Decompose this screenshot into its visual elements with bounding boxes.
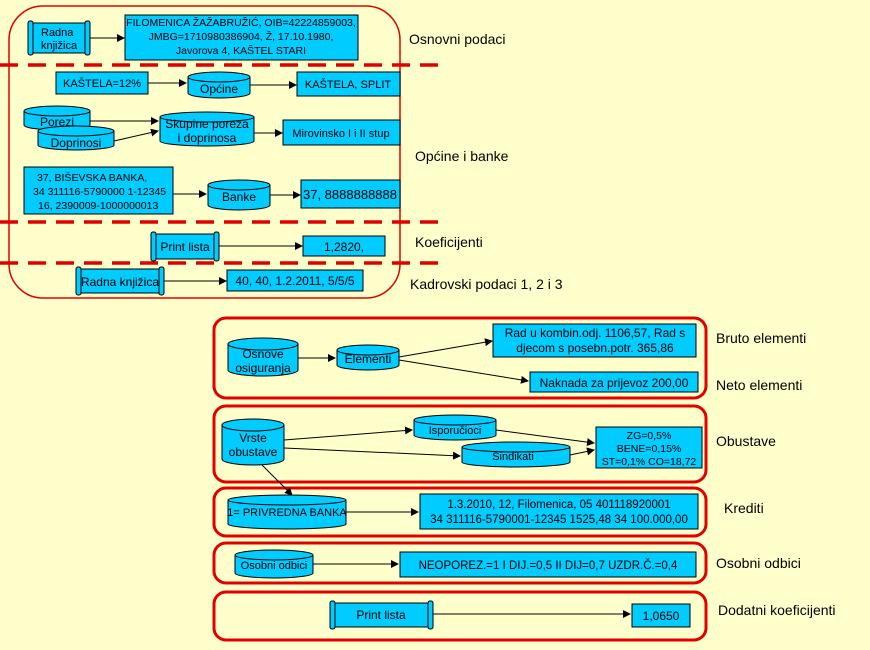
label-krediti: Krediti <box>724 500 764 516</box>
doprinosi-cylinder: Doprinosi <box>37 125 115 151</box>
privredna-cylinder: 1= PRIVREDNA BANKA <box>227 494 347 530</box>
svg-text:Elementi: Elementi <box>345 352 392 366</box>
label-bruto: Bruto elementi <box>716 330 806 346</box>
svg-text:1.3.2010, 12, Filomenica, 05 4: 1.3.2010, 12, Filomenica, 05 40111892000… <box>447 499 670 511</box>
isporucioci-cylinder: Isporučioci <box>413 414 497 441</box>
label-osnovni: Osnovni podaci <box>409 31 506 47</box>
neoporez-box: NEOPOREZ.=1 I DIJ.=0,5 II DIJ=0,7 UZDR.Č… <box>399 551 697 578</box>
svg-text:Print lista: Print lista <box>356 608 406 622</box>
osobni-odbici-cylinder: Osobni odbici <box>234 549 314 579</box>
label-kadrovski: Kadrovski podaci 1, 2 i 3 <box>410 276 563 292</box>
svg-text:djecom s posebn.potr. 365,86: djecom s posebn.potr. 365,86 <box>516 341 674 355</box>
osnove-cylinder: Osnove osiguranja <box>227 337 299 377</box>
kadrovski-value-box: 40, 40, 1.2.2011, 5/5/5 <box>226 269 364 292</box>
arrow-vrste-privredna <box>261 464 293 496</box>
opcine-cylinder: Općine <box>187 71 251 99</box>
print-lista-scroll-bottom: Print lista <box>329 600 434 630</box>
svg-text:i doprinosa: i doprinosa <box>178 131 237 145</box>
arrow-isporucioci-result <box>495 429 595 447</box>
sindikati-cylinder: Sindikati <box>461 441 571 468</box>
odbici-frame <box>212 541 708 585</box>
arrow-sindikati-result <box>569 447 595 456</box>
radna-knjizica-scroll-2: Radna knjižica <box>75 266 165 296</box>
svg-text:Print lista: Print lista <box>160 240 210 254</box>
krediti-frame <box>212 486 708 538</box>
svg-text:Isporučioci: Isporučioci <box>429 425 482 437</box>
top-frame <box>8 5 401 299</box>
svg-text:FILOMENICA ŽAŽABRUŽIĆ, OIB=422: FILOMENICA ŽAŽABRUŽIĆ, OIB=42224859003, <box>126 16 356 29</box>
label-obustave: Obustave <box>716 433 776 449</box>
print-lista-scroll-top: Print lista <box>150 231 220 262</box>
svg-text:1,0650: 1,0650 <box>643 609 680 623</box>
arrow-elementi-bruto <box>398 338 493 358</box>
svg-text:NEOPOREZ.=1 I DIJ.=0,5 II D: NEOPOREZ.=1 I DIJ.=0,5 II DIJ=0,7 UZDR.Č… <box>419 559 678 572</box>
arrow-vrste-isporucioci <box>283 426 413 441</box>
svg-text:Vrste: Vrste <box>239 431 267 445</box>
radna-knjizica-scroll: Radna knjižica <box>27 20 91 56</box>
svg-text:Naknada za prijevoz 200,00: Naknada za prijevoz 200,00 <box>540 376 689 390</box>
bruto-result-box: Rad u kombin.odj. 1106,57, Rad s djecom … <box>492 323 697 358</box>
svg-text:37, 8888888888: 37, 8888888888 <box>303 187 397 202</box>
svg-text:obustave: obustave <box>229 445 278 459</box>
svg-text:ZG=0,5%: ZG=0,5% <box>627 430 672 442</box>
elementi-cylinder: Elementi <box>336 344 400 371</box>
svg-text:KAŠTELA=12%: KAŠTELA=12% <box>63 77 141 90</box>
kastela-split-box: KAŠTELA, SPLIT <box>296 71 401 97</box>
porezi-cylinder: Porezi <box>23 105 91 131</box>
banke-cylinder: Banke <box>207 179 271 211</box>
svg-text:ST=0,1% CO=18,72: ST=0,1% CO=18,72 <box>602 456 697 468</box>
svg-text:Radna knjižica: Radna knjižica <box>81 275 159 289</box>
svg-text:Osnove: Osnove <box>242 347 284 361</box>
kastela-box: KAŠTELA=12% <box>55 71 149 95</box>
obustave-result-box: ZG=0,5% BENE=0,15% ST=0,1% CO=18,72 <box>595 426 703 469</box>
arrow-doprinosi-skupine <box>113 128 159 142</box>
svg-text:34 311116-5790000 1-12345: 34 311116-5790000 1-12345 <box>33 186 166 198</box>
svg-text:Banke: Banke <box>222 190 256 204</box>
bruto-neto-frame <box>212 316 708 400</box>
employee-box: FILOMENICA ŽAŽABRUŽIĆ, OIB=42224859003, … <box>124 14 359 61</box>
arrow-vrste-sindikati <box>283 447 461 460</box>
vrste-cylinder: Vrste obustave <box>221 418 285 466</box>
dodatni-value-box: 1,0650 <box>631 603 691 628</box>
svg-text:BENE=0,15%: BENE=0,15% <box>617 443 682 455</box>
svg-text:Osobni odbici: Osobni odbici <box>241 560 308 572</box>
label-dodatni: Dodatni koeficijenti <box>718 602 836 618</box>
svg-text:1= PRIVREDNA BANKA: 1= PRIVREDNA BANKA <box>227 507 347 519</box>
label-koeficijenti: Koeficijenti <box>415 234 483 250</box>
svg-text:osiguranja: osiguranja <box>235 361 291 375</box>
svg-text:34 311116-5790001-12345 1525,4: 34 311116-5790001-12345 1525,48 34 100.0… <box>430 514 688 526</box>
svg-text:1,2820,: 1,2820, <box>324 240 364 254</box>
arrow-elementi-neto <box>398 359 529 384</box>
mirovinsko-box: Mirovinsko I i II stup <box>282 119 401 146</box>
svg-text:40, 40, 1.2.2011, 5/5/5: 40, 40, 1.2.2011, 5/5/5 <box>235 274 355 288</box>
skupine-cylinder: Skupine poreza i doprinosa <box>159 111 255 147</box>
svg-text:Rad u kombin.odj. 1106,57, Ra: Rad u kombin.odj. 1106,57, Rad s <box>505 326 686 340</box>
svg-text:Porezi: Porezi <box>40 115 74 129</box>
koef-value-box: 1,2820, <box>302 235 386 257</box>
svg-text:Sindikati: Sindikati <box>492 451 534 463</box>
svg-text:KAŠTELA, SPLIT: KAŠTELA, SPLIT <box>305 78 391 91</box>
naknada-box: Naknada za prijevoz 200,00 <box>529 371 699 393</box>
kredit-result-box: 1.3.2010, 12, Filomenica, 05 40111892000… <box>419 493 699 530</box>
dodatni-frame <box>212 590 708 642</box>
bank-box: 37, BIŠEVSKA BANKA, 34 311116-5790000 1-… <box>23 166 174 215</box>
radna-knjizica-line1: Radna <box>41 27 74 39</box>
obustave-frame <box>212 404 708 484</box>
label-neto: Neto elementi <box>716 377 802 393</box>
label-opcine-banke: Općine i banke <box>415 148 509 164</box>
bank-result-box: 37, 8888888888 <box>300 179 401 209</box>
svg-text:Općine: Općine <box>200 82 238 96</box>
radna-knjizica-line2: knjižica <box>41 40 78 52</box>
svg-text:Javorova 4, KAŠTEL STARI: Javorova 4, KAŠTEL STARI <box>176 44 306 57</box>
svg-text:37, BIŠEVSKA BANKA,: 37, BIŠEVSKA BANKA, <box>37 171 147 184</box>
svg-text:Mirovinsko I i II stup: Mirovinsko I i II stup <box>292 128 389 140</box>
svg-text:JMBG=1710980386904, Ž, 17.10.1: JMBG=1710980386904, Ž, 17.10.1980, <box>149 30 334 43</box>
label-odbici: Osobni odbici <box>716 555 801 571</box>
svg-text:16, 2390009-1000000013: 16, 2390009-1000000013 <box>38 200 158 212</box>
svg-text:Skupine poreza: Skupine poreza <box>165 117 249 131</box>
svg-text:Doprinosi: Doprinosi <box>51 136 102 150</box>
